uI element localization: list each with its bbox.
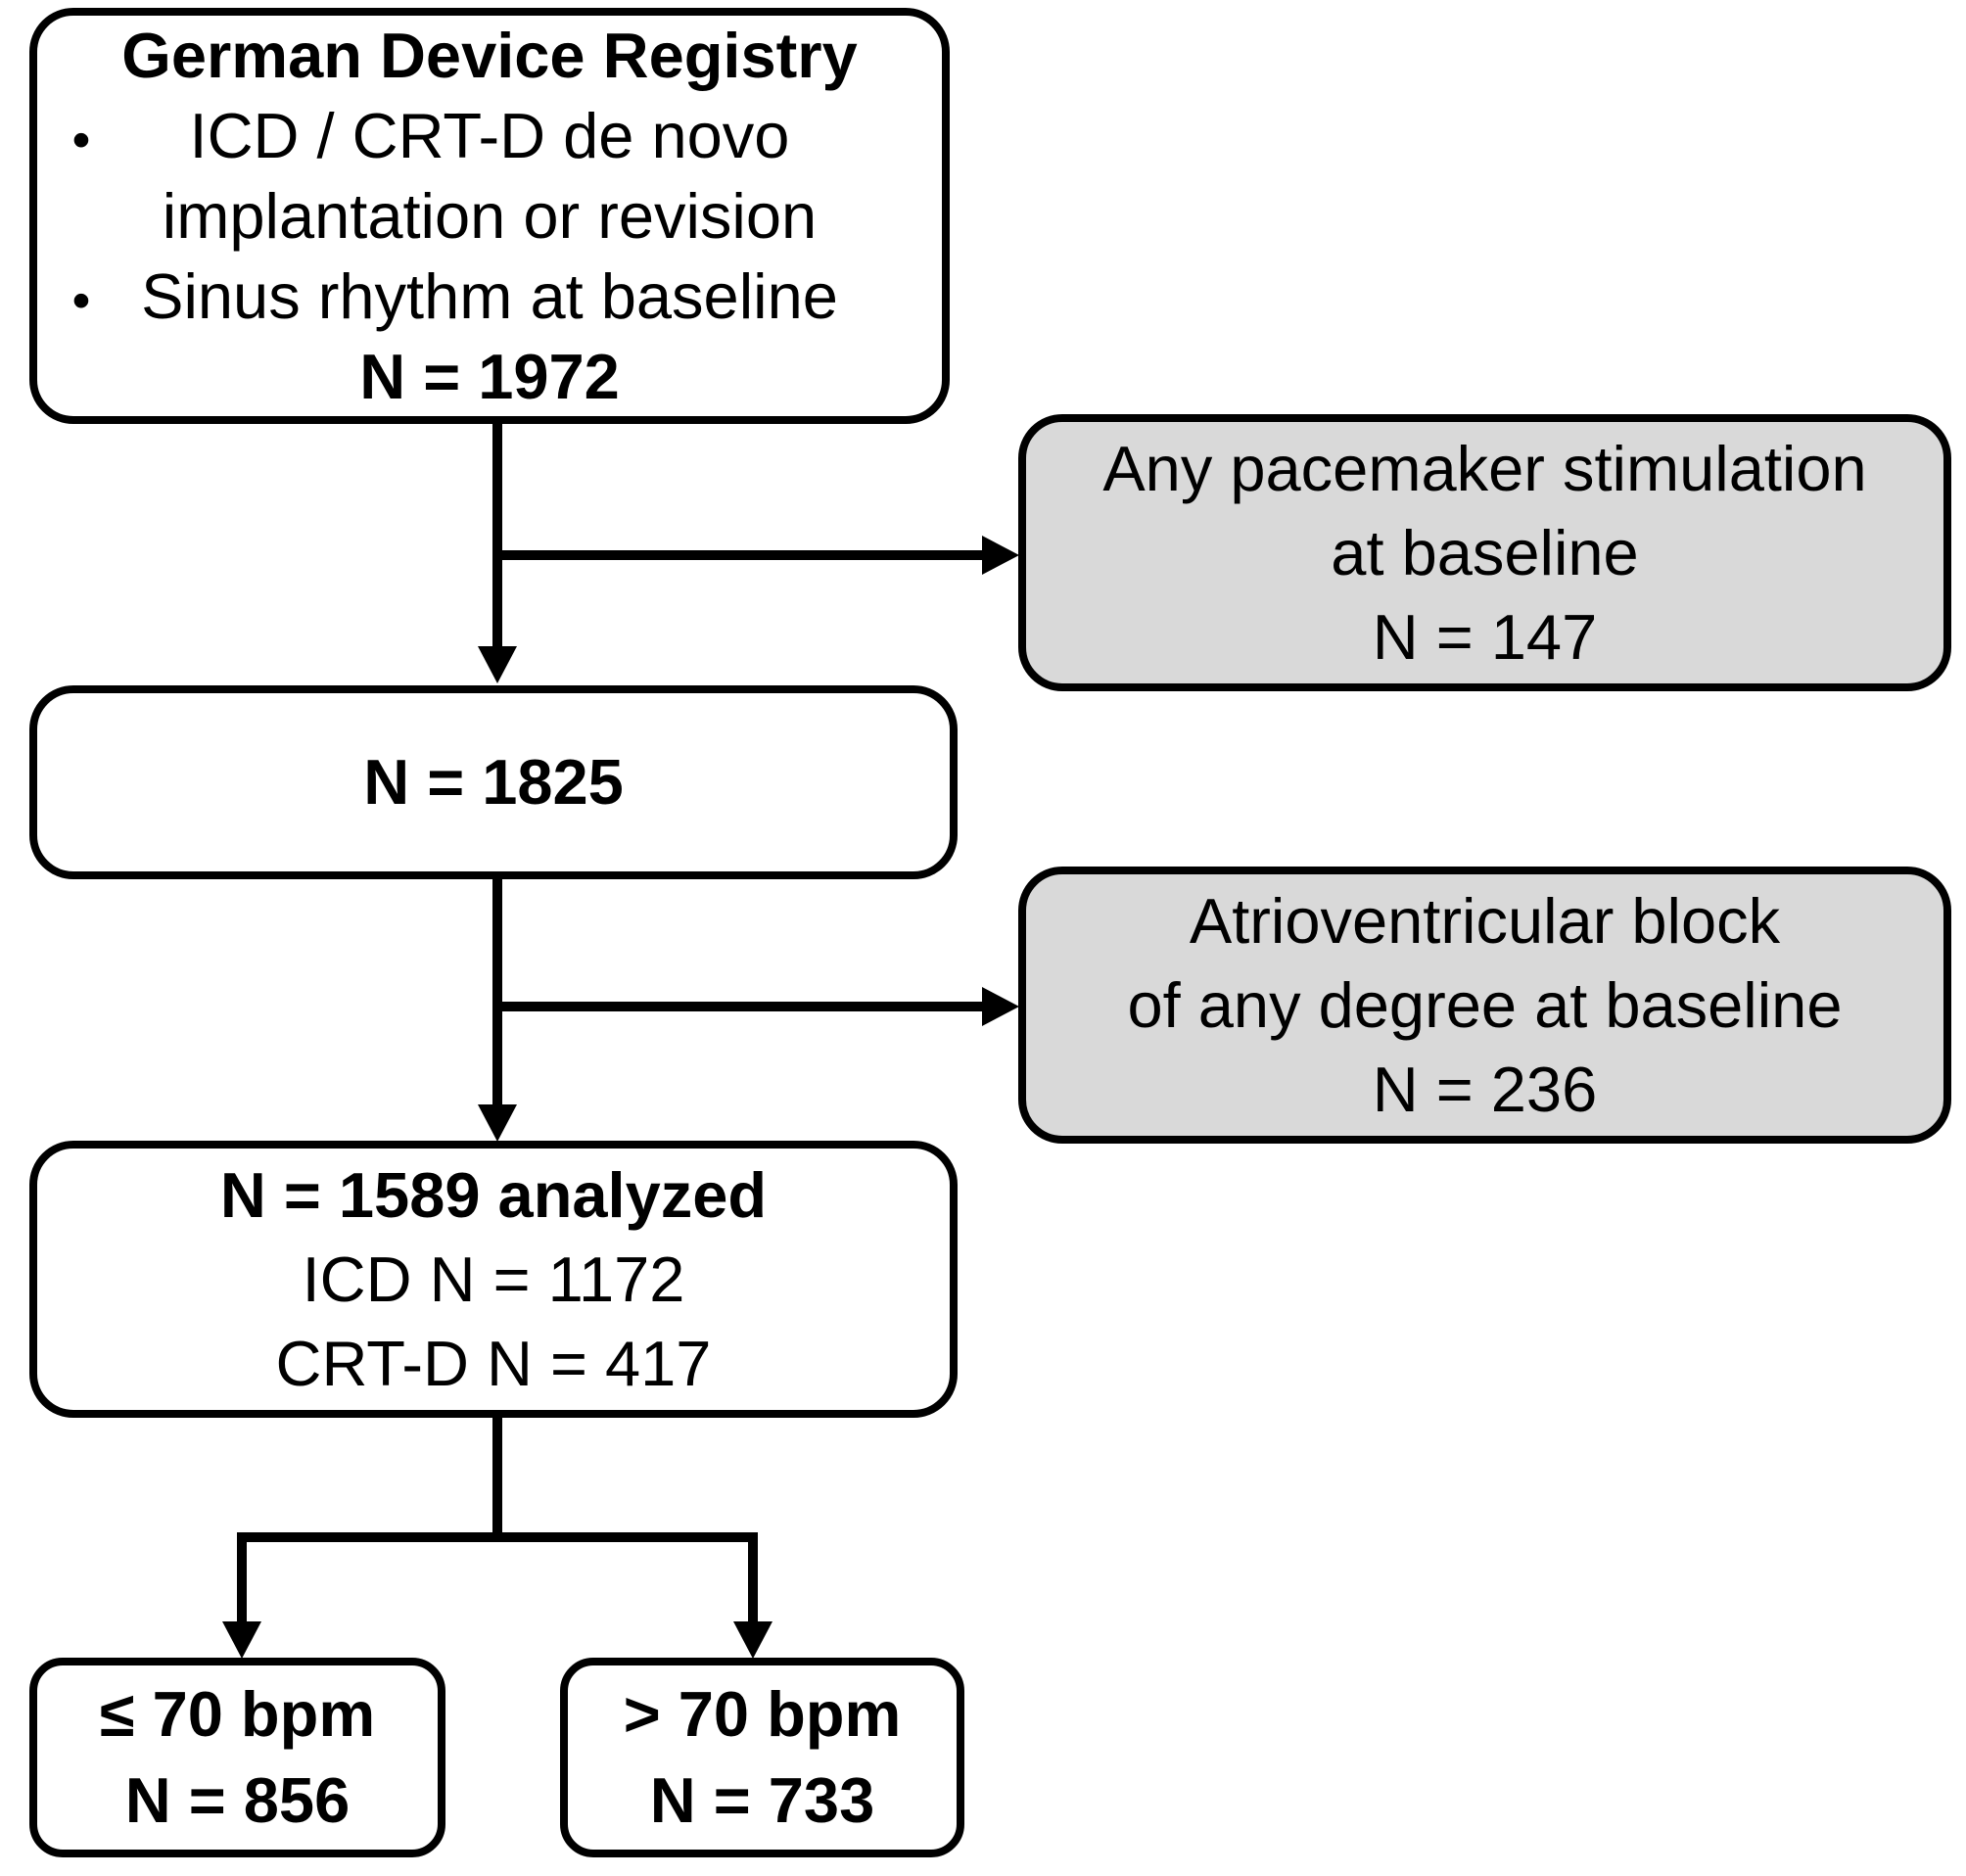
group-le70-count: N = 856 — [124, 1764, 351, 1836]
registry-title: German Device Registry — [121, 19, 858, 91]
registry-count: N = 1972 — [359, 340, 620, 412]
excluded-pacemaker-line2: at baseline — [1331, 516, 1639, 588]
down-arrowhead-to-analyzed — [478, 1104, 517, 1142]
group-le70-box: ≤ 70 bpm N = 856 — [29, 1658, 445, 1857]
excluded-av-block-box: Atrioventricular block of any degree at … — [1018, 867, 1951, 1144]
down-arrowhead-to-le70 — [222, 1621, 261, 1659]
connector-branch-pacemaker — [492, 550, 987, 560]
analyzed-count: N = 1589 analyzed — [219, 1158, 768, 1231]
bullet-icon: • — [71, 111, 91, 169]
excluded-av-block-line1: Atrioventricular block — [1189, 884, 1781, 957]
group-gt70-label: > 70 bpm — [623, 1678, 902, 1750]
connector-registry-down — [492, 416, 502, 651]
excluded-pacemaker-box: Any pacemaker stimulation at baseline N … — [1018, 414, 1951, 691]
connector-analyzed-down — [492, 1414, 502, 1542]
cohort-1825-box: N = 1825 — [29, 685, 958, 879]
right-arrowhead-to-pacemaker-exclusion — [982, 536, 1019, 575]
right-arrowhead-to-avblock-exclusion — [982, 987, 1019, 1026]
registry-bullet1-line1: ICD / CRT-D de novo — [189, 99, 790, 171]
excluded-pacemaker-line1: Any pacemaker stimulation — [1102, 432, 1867, 504]
analyzed-icd-count: ICD N = 1172 — [302, 1243, 685, 1315]
connector-split — [237, 1532, 758, 1542]
connector-1825-down — [492, 874, 502, 1107]
cohort-1825-count: N = 1825 — [363, 746, 624, 818]
analyzed-crtd-count: CRT-D N = 417 — [275, 1327, 712, 1399]
bullet-icon: • — [71, 271, 91, 330]
analyzed-box: N = 1589 analyzed ICD N = 1172 CRT-D N =… — [29, 1141, 958, 1418]
connector-drop-left — [237, 1532, 247, 1624]
excluded-av-block-line2: of any degree at baseline — [1127, 968, 1843, 1041]
excluded-av-block-count: N = 236 — [1372, 1053, 1598, 1125]
group-gt70-box: > 70 bpm N = 733 — [560, 1658, 964, 1857]
registry-bullet1-line2: implantation or revision — [162, 179, 818, 252]
registry-bullet2: Sinus rhythm at baseline — [141, 259, 838, 332]
connector-branch-avblock — [492, 1002, 987, 1011]
excluded-pacemaker-count: N = 147 — [1372, 600, 1598, 673]
down-arrowhead-to-gt70 — [733, 1621, 772, 1659]
down-arrowhead-to-1825 — [478, 646, 517, 683]
group-gt70-count: N = 733 — [649, 1764, 875, 1836]
registry-box: • • German Device Registry ICD / CRT-D d… — [29, 8, 950, 424]
connector-drop-right — [748, 1532, 758, 1624]
group-le70-label: ≤ 70 bpm — [99, 1678, 376, 1750]
